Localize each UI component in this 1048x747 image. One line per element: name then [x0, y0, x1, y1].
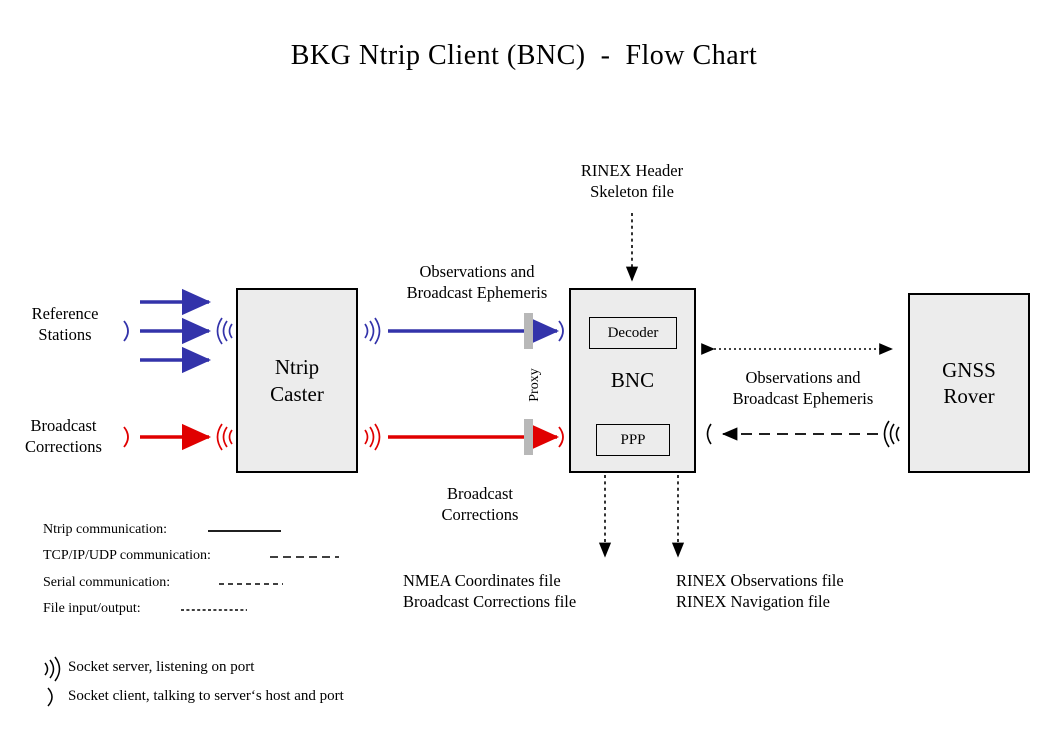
legend-socket-client-icon	[47, 687, 53, 707]
proxy-label: Proxy	[527, 368, 542, 402]
label-observations-ephemeris-top: Observations and Broadcast Ephemeris	[406, 262, 548, 303]
proxy-bar-corrections	[524, 419, 533, 455]
node-gnss-rover[interactable]: GNSS Rover	[908, 293, 1030, 473]
node-bnc-decoder-label: Decoder	[607, 324, 659, 341]
node-bnc-label: BNC	[610, 368, 655, 393]
node-bnc-decoder[interactable]: Decoder	[589, 317, 677, 349]
node-bnc-ppp-label: PPP	[620, 431, 646, 448]
legend-label-tcp: TCP/IP/UDP communication:	[43, 548, 211, 563]
label-rinex-output-files: RINEX Observations file RINEX Navigation…	[676, 571, 844, 612]
label-broadcast-corrections-mid: Broadcast Corrections	[441, 484, 519, 525]
socket-server-icon-caster-out-obs	[364, 317, 381, 345]
node-bnc-ppp[interactable]: PPP	[596, 424, 670, 456]
label-rinex-header-skeleton: RINEX Header Skeleton file	[580, 161, 684, 202]
legend-label-ntrip: Ntrip communication:	[43, 522, 168, 537]
node-ntrip-caster-label: Ntrip Caster	[270, 355, 324, 406]
legend-label-serial: Serial communication:	[43, 575, 171, 590]
label-reference-stations: Reference Stations	[31, 304, 99, 345]
label-observations-ephemeris-right: Observations and Broadcast Ephemeris	[732, 368, 874, 409]
proxy-bar-observations	[524, 313, 533, 349]
node-ntrip-caster[interactable]: Ntrip Caster	[236, 288, 358, 473]
socket-server-icon-caster-in-obs	[216, 317, 233, 345]
legend-socket-server-text: Socket server, listening on port	[68, 659, 255, 675]
socket-client-icon-bnc-tcp	[706, 423, 712, 445]
label-broadcast-corrections-left: Broadcast Corrections	[25, 416, 102, 457]
socket-client-icon-broadcast-corrections	[123, 426, 129, 448]
legend-label-file-io: File input/output:	[43, 601, 141, 616]
socket-client-icon-reference-stations	[123, 320, 129, 342]
socket-server-icon-rover	[883, 420, 900, 448]
page-title: BKG Ntrip Client (BNC) - Flow Chart	[290, 40, 758, 71]
legend-socket-server-icon	[44, 656, 61, 682]
socket-client-icon-bnc-obs	[558, 320, 564, 342]
node-gnss-rover-label: GNSS Rover	[942, 357, 996, 408]
socket-client-icon-bnc-corr	[558, 426, 564, 448]
legend-socket-client-text: Socket client, talking to server‘s host …	[68, 688, 344, 704]
socket-server-icon-caster-out-corr	[364, 423, 381, 451]
socket-server-icon-caster-in-corr	[216, 423, 233, 451]
label-nmea-output-files: NMEA Coordinates file Broadcast Correcti…	[403, 571, 577, 612]
